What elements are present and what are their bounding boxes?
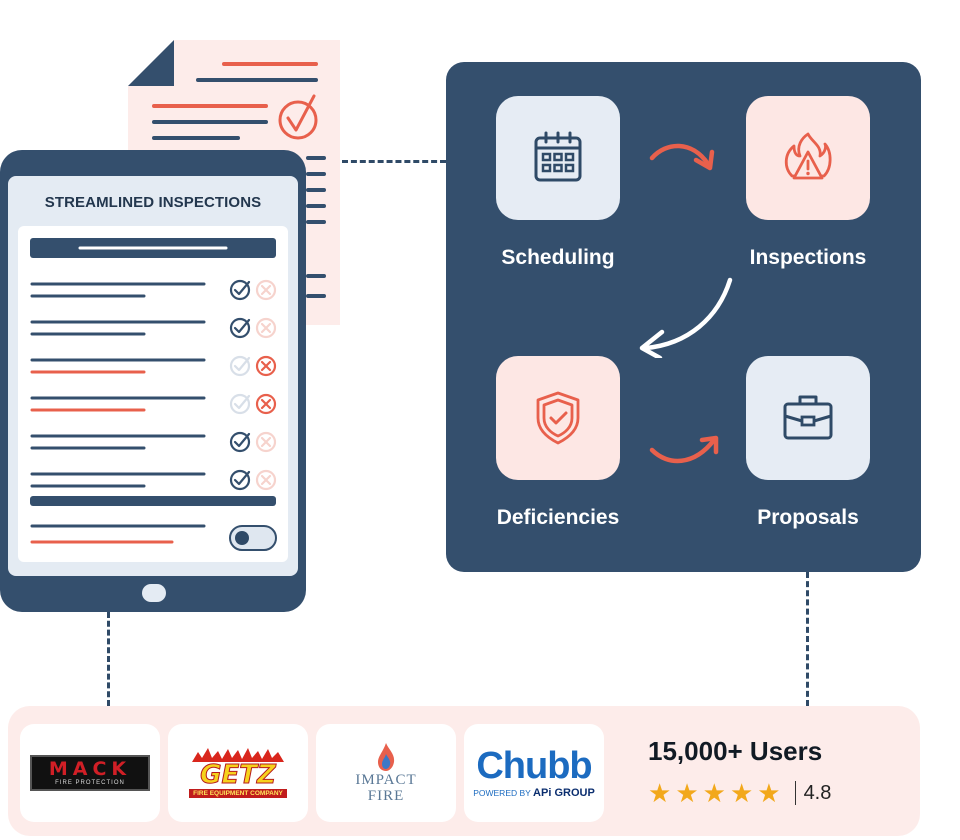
step-label-proposals: Proposals [757, 506, 859, 529]
partner-logo-mack: MACK FIRE PROTECTION [20, 724, 160, 822]
checklist-row [30, 279, 277, 301]
scheduling-tile [496, 96, 620, 220]
checklist-row [30, 317, 277, 339]
tablet-title: STREAMLINED INSPECTIONS [44, 194, 262, 211]
arrow-scheduling-to-inspections [649, 143, 715, 171]
flame-decoration-icon [192, 748, 284, 762]
flame-icon [378, 743, 395, 771]
arrow-inspections-to-deficiencies [639, 277, 733, 358]
star-icon: ★ [648, 778, 672, 808]
step-label-deficiencies: Deficiencies [496, 506, 620, 529]
check-icon[interactable] [229, 279, 251, 301]
users-count: 15,000+ Users [648, 736, 823, 766]
checklist-row [30, 355, 277, 377]
chubb-wordmark: Chubb [476, 745, 592, 787]
checklist-row [30, 469, 277, 491]
impact-fire-wordmark: IMPACT FIRE [355, 772, 417, 804]
home-button[interactable] [142, 584, 166, 602]
getz-wordmark: GETZ [200, 760, 277, 790]
cross-icon[interactable] [255, 431, 277, 453]
connector-doc-to-workflow [342, 160, 446, 163]
cross-icon[interactable] [255, 317, 277, 339]
getz-subtitle: FIRE EQUIPMENT COMPANY [189, 789, 287, 798]
briefcase-icon [783, 395, 833, 440]
cross-icon[interactable] [255, 393, 277, 415]
shield-check-icon [536, 391, 580, 445]
calendar-icon [534, 131, 582, 182]
rating-divider [794, 781, 796, 805]
star-icon: ★ [729, 778, 754, 808]
tablet-screen: STREAMLINED INSPECTIONS [8, 176, 298, 576]
step-label-inspections: Inspections [749, 246, 867, 269]
toggle-knob [235, 531, 249, 545]
fire-warning-icon [784, 132, 832, 180]
deficiencies-tile [496, 356, 620, 480]
connector-workflow-to-partners [806, 572, 809, 706]
check-icon[interactable] [229, 393, 251, 415]
checklist-row [30, 431, 277, 453]
rating-value: 4.8 [803, 781, 832, 804]
workflow-panel: Scheduling Inspections Deficiencies Prop… [446, 62, 921, 572]
check-icon[interactable] [229, 469, 251, 491]
checklist-row [30, 393, 277, 415]
step-label-scheduling: Scheduling [501, 246, 615, 269]
check-icon[interactable] [229, 317, 251, 339]
star-icon: ★ [675, 778, 699, 808]
partner-logo-chubb: Chubb POWERED BY APi GROUP [464, 724, 604, 822]
chubb-subtitle: POWERED BY APi GROUP [473, 787, 595, 799]
cross-icon[interactable] [255, 279, 277, 301]
connector-tablet-to-partners [107, 612, 110, 706]
check-icon[interactable] [229, 431, 251, 453]
star-icon: ★ [757, 778, 781, 808]
star-icon: ★ [702, 778, 726, 808]
mack-logo: MACK FIRE PROTECTION [30, 755, 150, 791]
partner-logo-impact-fire: IMPACT FIRE [316, 724, 456, 822]
cross-icon[interactable] [255, 469, 277, 491]
partners-strip: MACK FIRE PROTECTION GETZ FIRE EQUIPMENT… [8, 706, 920, 836]
proposals-tile [746, 356, 870, 480]
partner-logo-getz: GETZ FIRE EQUIPMENT COMPANY [168, 724, 308, 822]
inspection-checklist-card [18, 226, 288, 562]
inspections-tile [746, 96, 870, 220]
tablet-device: STREAMLINED INSPECTIONS [0, 150, 306, 612]
arrow-deficiencies-to-proposals [649, 435, 719, 464]
check-icon[interactable] [229, 355, 251, 377]
cross-icon[interactable] [255, 355, 277, 377]
rating: ★ ★ ★ ★ ★ 4.8 [648, 780, 831, 806]
